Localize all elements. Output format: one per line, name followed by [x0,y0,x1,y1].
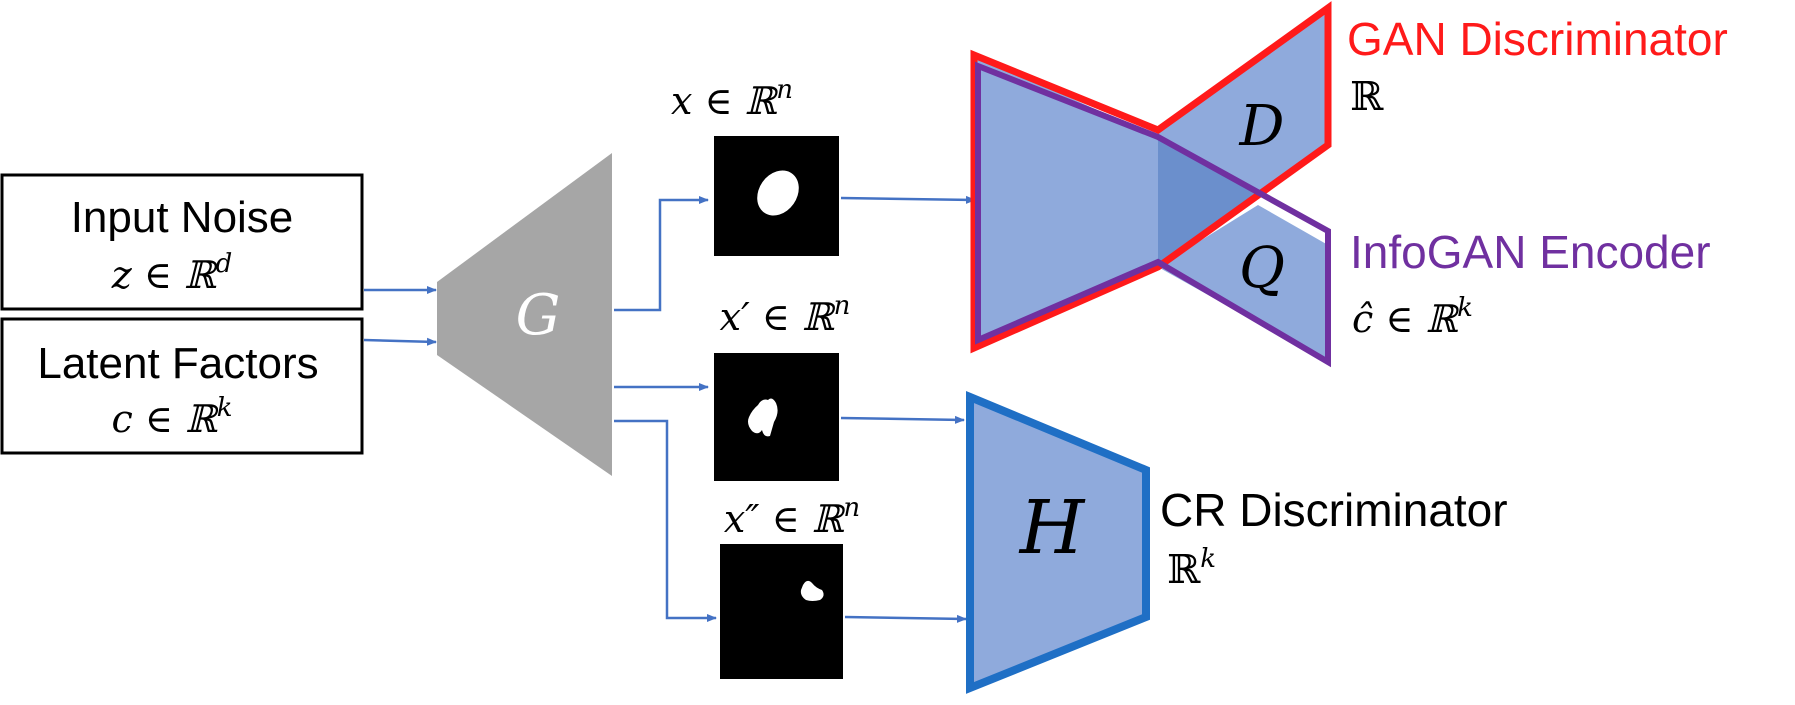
q-head [1158,205,1328,362]
sample-x: x ∈ ℝn [671,75,839,256]
overlap-region [1158,137,1264,267]
discriminator-network: D Q [970,1,1332,368]
d-head-label: D [1239,94,1285,159]
latent-factors-box: Latent Factors c ∈ ℝk [0,317,364,455]
gan-discriminator-title: GAN Discriminator [1347,13,1728,65]
input-noise-label: Input Noise [71,193,294,242]
blob-shape [757,170,799,216]
input-noise-box: Input Noise z ∈ ℝd [0,173,364,311]
infogan-encoder-title: InfoGAN Encoder [1350,226,1711,278]
heart-shape-small [800,580,824,601]
sample-x-prime-image [714,353,839,481]
sample-x-label: x ∈ ℝn [671,75,793,123]
infogan-encoder-output: ĉ ∈ ℝk [1352,293,1473,341]
gan-discriminator-output: ℝ [1350,74,1384,120]
heart-shape [748,398,778,437]
sample-x-double-prime: x″ ∈ ℝn [720,493,860,679]
sample-x-prime-label: x′ ∈ ℝn [720,291,851,339]
d-head [1158,8,1328,195]
latent-factors-math: c ∈ ℝk [112,393,233,441]
shared-body [974,55,1158,348]
generator-label: G [516,283,561,348]
sample-x-prime: x′ ∈ ℝn [714,291,850,481]
arrow-x-to-gan-discriminator [840,195,976,204]
cr-discriminator-block: H [966,391,1150,694]
arrow-latent-to-generator [363,337,437,346]
arrow-x-double-prime-to-cr-discriminator [844,614,967,623]
sample-x-double-prime-image [720,544,843,679]
arrow-generator-to-x-double-prime [614,419,717,622]
cr-discriminator-label: H [1018,485,1086,571]
gan-discriminator-outline [970,1,1332,354]
arrow-x-prime-to-cr-discriminator [840,415,965,424]
infogan-encoder-outline [975,61,1331,368]
generator-block: G [437,153,612,476]
q-head-label: Q [1239,236,1285,301]
latent-factors-label: Latent Factors [37,339,318,388]
arrow-generator-to-x [614,196,709,312]
sample-x-double-prime-label: x″ ∈ ℝn [724,493,860,541]
cr-discriminator-shape [966,391,1150,694]
cr-discriminator-title: CR Discriminator [1160,484,1508,536]
cr-discriminator-output: ℝk [1167,544,1216,593]
input-noise-math: z ∈ ℝd [111,249,233,297]
